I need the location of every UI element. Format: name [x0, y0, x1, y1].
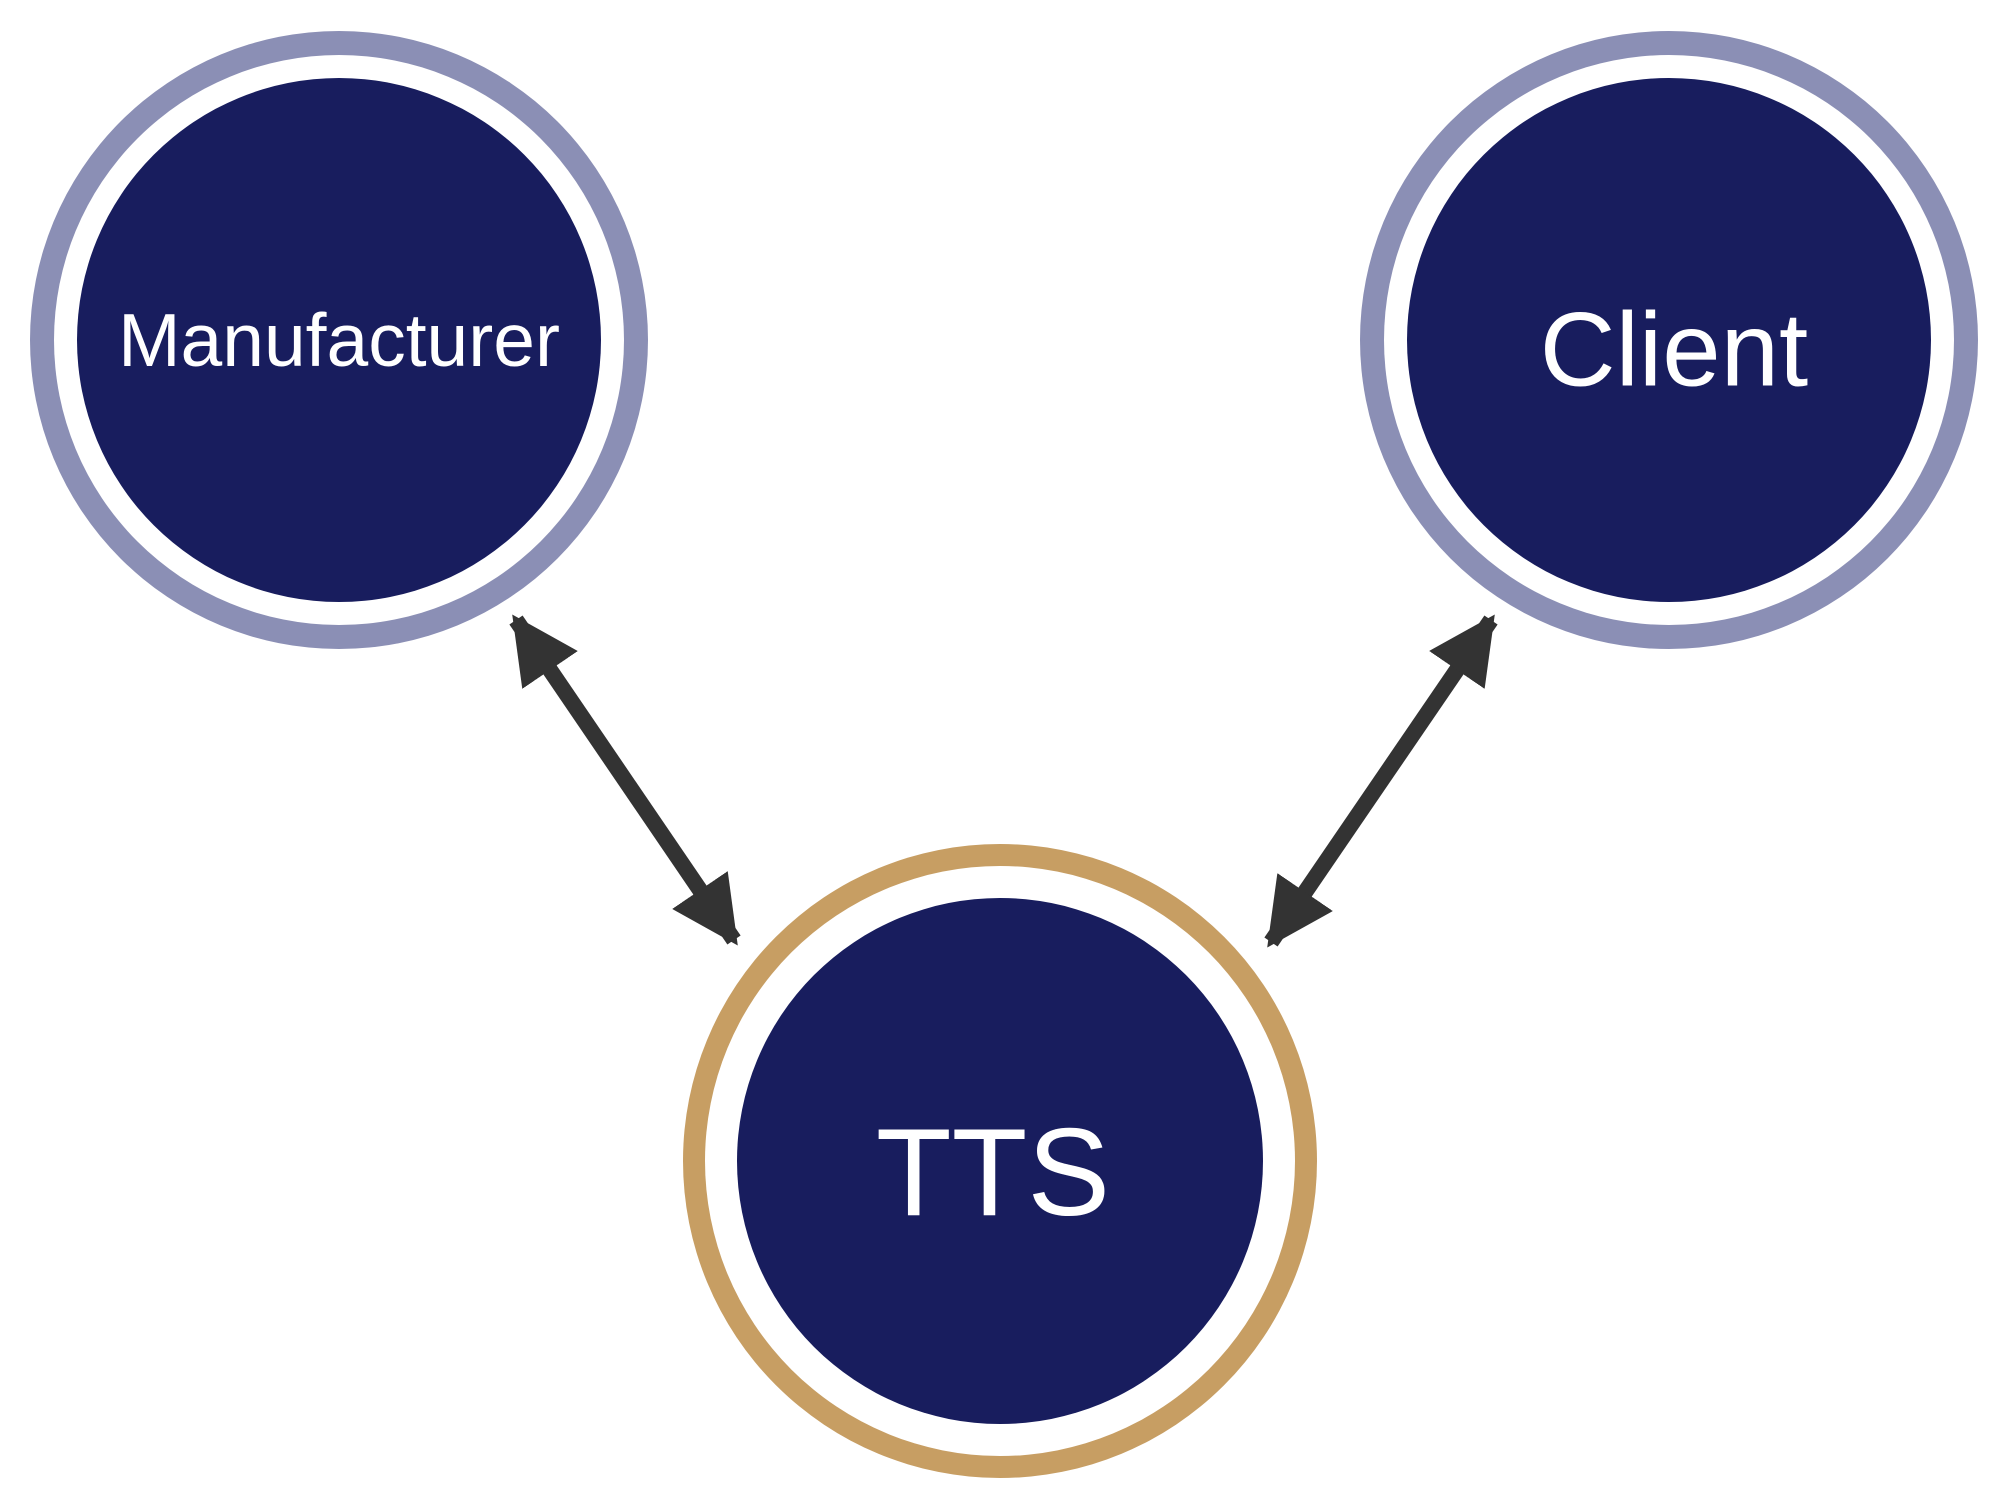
node-client: Client: [1360, 31, 1978, 649]
node-client-label: Client: [1540, 292, 1808, 409]
node-client-body: [1407, 78, 1931, 602]
node-manufacturer-label: Manufacturer: [118, 298, 560, 382]
node-tts: TTS: [683, 844, 1317, 1478]
node-manufacturer: Manufacturer: [30, 31, 648, 649]
node-manufacturer-body: [77, 78, 601, 602]
arrow-manufacturer-tts: [509, 614, 741, 946]
arrow-client-tts: [1264, 614, 1498, 948]
node-tts-label: TTS: [876, 1104, 1110, 1242]
node-tts-body: [737, 898, 1263, 1424]
